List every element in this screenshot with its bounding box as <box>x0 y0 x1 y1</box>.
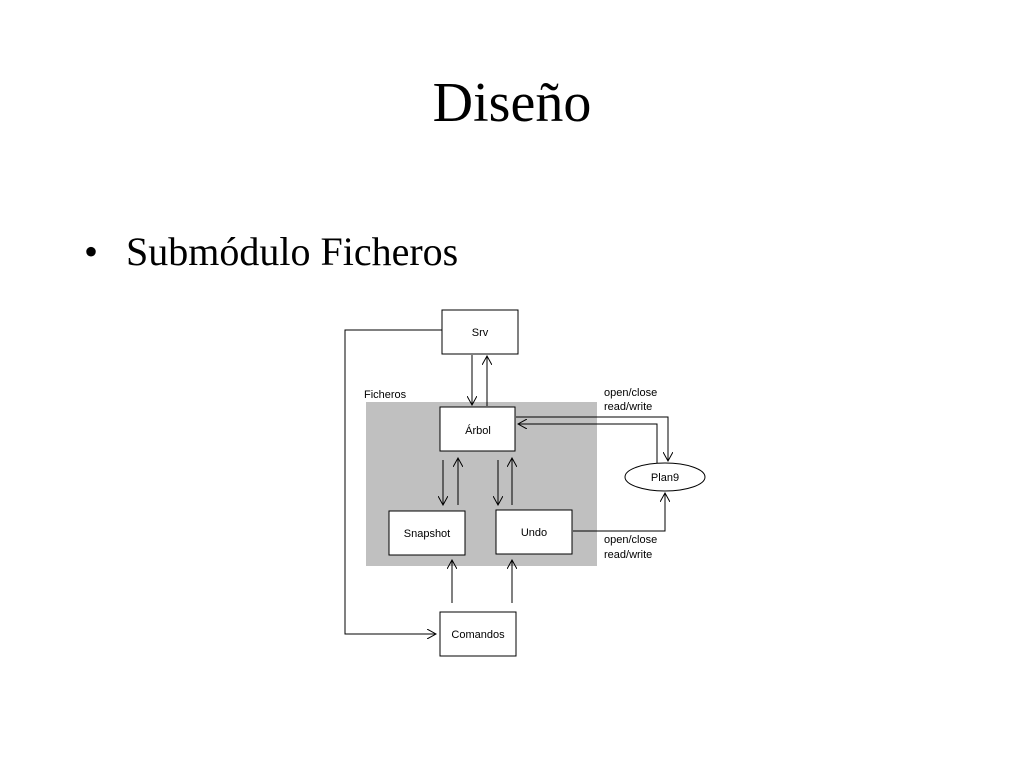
arrow-srv-to-comandos <box>344 329 442 634</box>
ficheros-group-label: Ficheros <box>364 389 407 401</box>
bullet-dot-icon: • <box>84 229 99 274</box>
plan9-label: Plan9 <box>651 472 679 484</box>
bullet-text: Submódulo Ficheros <box>126 229 459 274</box>
snapshot-label: Snapshot <box>404 528 450 540</box>
srv-label: Srv <box>472 327 489 339</box>
edge-label-top-line2: read/write <box>604 401 652 413</box>
bullet-item: • Submódulo Ficheros <box>84 226 458 278</box>
comandos-box <box>439 611 517 657</box>
arrow-undo-to-plan9 <box>573 493 665 532</box>
arrow-arbol-to-plan9 <box>516 416 668 461</box>
arbol-box <box>439 406 516 452</box>
arbol-label: Árbol <box>465 424 491 437</box>
snapshot-box <box>388 510 466 556</box>
edge-label-bottom-line1: open/close <box>604 534 657 546</box>
edge-label-top-line1: open/close <box>604 387 657 399</box>
slide-title: Diseño <box>432 72 592 134</box>
edge-label-bottom-line2: read/write <box>604 549 652 561</box>
undo-label: Undo <box>521 527 547 539</box>
srv-box <box>441 309 519 355</box>
comandos-label: Comandos <box>451 629 505 641</box>
undo-box <box>495 509 573 555</box>
arrow-plan9-to-arbol <box>518 424 658 463</box>
plan9-node <box>624 462 706 492</box>
